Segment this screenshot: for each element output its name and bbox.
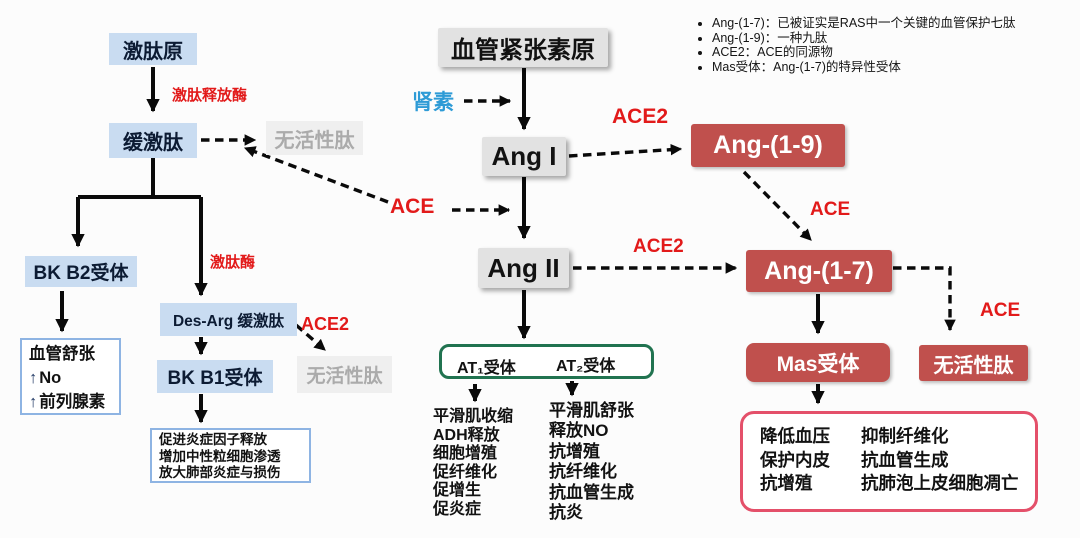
ang-1-9-node: Ang-(1-9) [691,124,845,167]
at1-receptor-label: AT₁受体 [457,360,516,377]
inactive-peptide-node-top: 无活性肽 [266,121,363,155]
mas-effect: 抗血管生成 [861,449,949,470]
legend-item: ACE2：ACE的同源物 [712,45,1016,60]
ang-1-7-node: Ang-(1-7) [746,250,892,292]
at2-effect: 释放NO [549,421,609,441]
mas-receptor-node: Mas受体 [746,343,890,382]
at1-effect: 促纤维化 [433,463,498,481]
bk-b2-receptor-node: BK B2受体 [25,256,137,287]
angiotensinogen-node: 血管紧张素原 [438,28,608,67]
b2-effects-box: 血管舒张 ↑No ↑前列腺素 [20,338,121,415]
at-receptors-box: AT₁受体 AT₂受体 [439,344,654,379]
legend-item: Mas受体：Ang-(1-7)的特异性受体 [712,60,1016,75]
at2-effect: 平滑肌舒张 [549,401,634,420]
b2-effect: ↑前列腺素 [29,393,106,411]
legend-list: Ang-(1-7)：已被证实是RAS中一个关键的血管保护七肽 Ang-(1-9)… [698,16,1016,74]
at1-effect: 促炎症 [433,500,482,518]
renin-enzyme-label: 肾素 [412,91,454,114]
b1-effects-box: 促进炎症因子释放 增加中性粒细胞渗透 放大肺部炎症与损伤 [150,428,311,483]
ang-ii-node: Ang II [478,248,569,288]
legend-item: Ang-(1-7)：已被证实是RAS中一个关键的血管保护七肽 [712,16,1016,31]
b1-effect: 放大肺部炎症与损伤 [159,465,281,480]
ace2-enzyme-label-top: ACE2 [612,105,669,128]
at1-effect: 细胞增殖 [433,445,498,463]
ace2-enzyme-label-left: ACE2 [301,314,350,334]
des-arg-bradykinin-node: Des-Arg 缓激肽 [160,303,297,336]
mas-effects-box: 降低血压 保护内皮 抗增殖 抑制纤维化 抗血管生成 抗肺泡上皮细胞凋亡 [740,411,1038,512]
mas-effect: 抗增殖 [760,473,813,493]
ace-enzyme-label-center: ACE [390,195,435,218]
up-arrow-icon: ↑ [29,369,38,387]
bk-b1-receptor-node: BK B1受体 [157,360,273,393]
at2-effect: 抗纤维化 [549,462,617,482]
at2-receptor-label: AT₂受体 [556,358,616,375]
mas-effect: 抗肺泡上皮细胞凋亡 [861,473,1019,493]
b1-effect: 增加中性粒细胞渗透 [159,448,281,464]
b2-effect: 血管舒张 [29,345,95,363]
bradykinin-node: 缓激肽 [109,123,197,158]
b2-effect: ↑No [29,369,62,387]
inactive-peptide-node-mid: 无活性肽 [297,356,392,393]
kininogen-node: 激肽原 [109,33,197,65]
inactive-peptide-node-right: 无活性肽 [919,345,1028,381]
b1-effect: 促进炎症因子释放 [159,432,267,447]
ace-enzyme-label-elbow: ACE [980,300,1021,321]
ace2-enzyme-label-mid: ACE2 [633,236,684,257]
mas-effects-col1: 降低血压 保护内皮 抗增殖 [760,425,830,496]
at2-effect: 抗炎 [549,503,583,523]
kininase-enzyme-label: 激肽酶 [210,254,256,271]
at2-effect: 抗血管生成 [549,482,634,502]
mas-effect: 降低血压 [760,426,830,446]
at2-effect: 抗增殖 [549,441,600,461]
up-arrow-icon: ↑ [29,393,38,411]
mas-effect: 保护内皮 [760,449,830,470]
at2-effects-list: 平滑肌舒张 释放NO 抗增殖 抗纤维化 抗血管生成 抗炎 [549,401,634,523]
ace-enzyme-label-right: ACE [810,199,851,220]
legend-item: Ang-(1-9)：一种九肽 [712,31,1016,46]
at1-effect: 促增生 [433,482,482,500]
at1-effect: ADH释放 [433,426,500,444]
at1-effect: 平滑肌收缩 [433,408,514,425]
mas-effect: 抑制纤维化 [861,426,949,446]
kallikrein-enzyme-label: 激肽释放酶 [172,87,248,104]
at1-effects-list: 平滑肌收缩 ADH释放 细胞增殖 促纤维化 促增生 促炎症 [433,408,513,520]
ang-i-node: Ang I [482,137,566,176]
mas-effects-col2: 抑制纤维化 抗血管生成 抗肺泡上皮细胞凋亡 [861,425,1019,496]
